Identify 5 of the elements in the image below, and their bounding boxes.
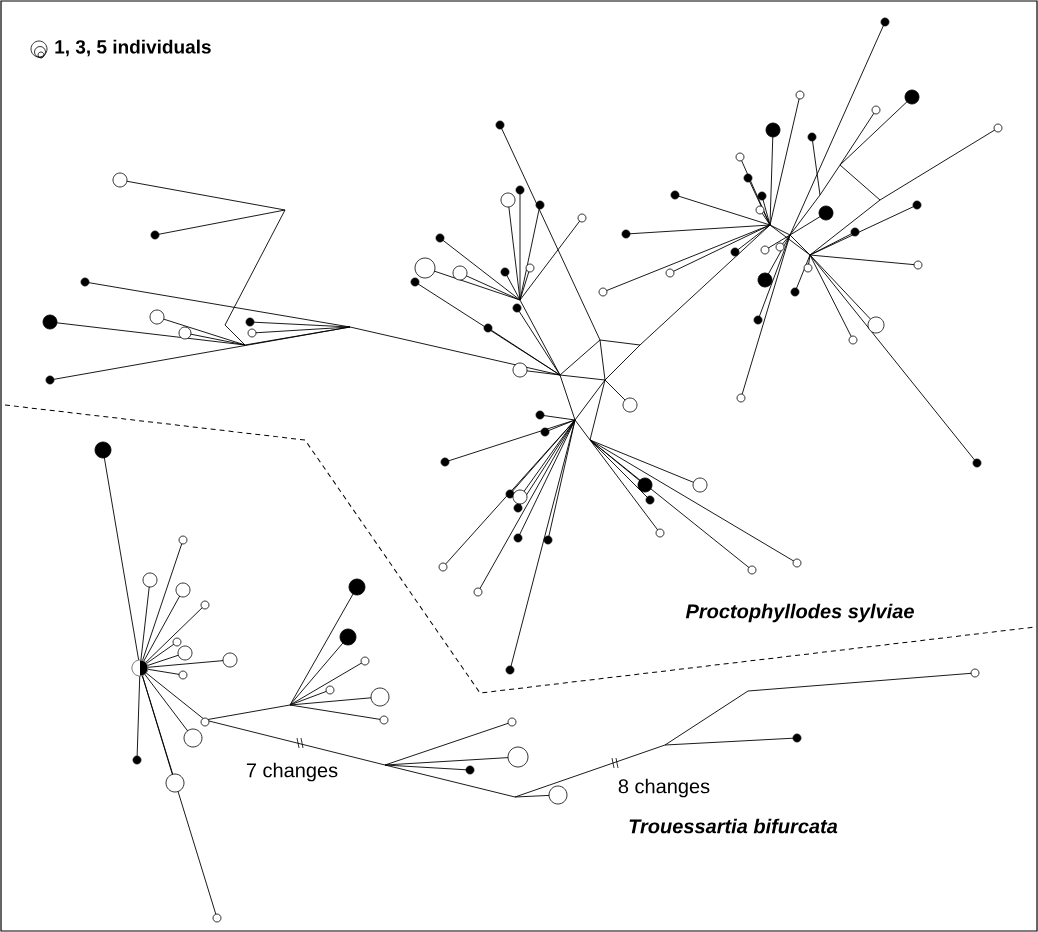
mutation-label: 7 changes	[244, 761, 340, 783]
species-label: Proctophyllodes sylviae	[684, 602, 916, 624]
mutation-label: 8 changes	[616, 777, 712, 799]
legend-text: 1, 3, 5 individuals	[55, 39, 211, 57]
species-label: Trouessartia bifurcata	[627, 817, 839, 835]
